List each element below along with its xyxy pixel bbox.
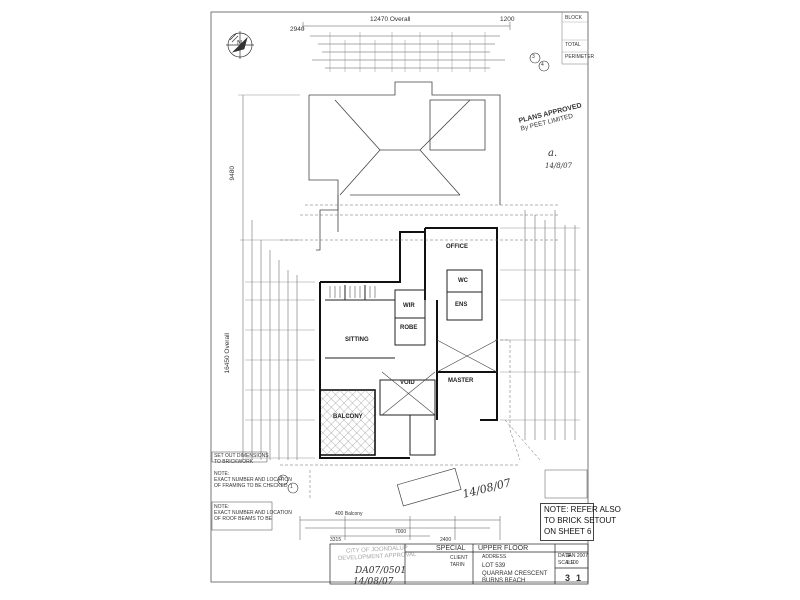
bottom-left-dim: 3315 [330, 537, 342, 543]
top-left-dim: 2940 [290, 26, 305, 33]
right-dimension-lines [524, 210, 576, 440]
note-left-7: EXACT NUMBER AND LOCATION [214, 510, 292, 516]
info-line-2: TOTAL [565, 42, 581, 48]
note-left-4: EXACT NUMBER AND LOCATION [214, 477, 292, 483]
info-line-1: BLOCK [565, 15, 582, 21]
north-arrow-label: N [237, 40, 243, 47]
right-dim-ticks [500, 227, 580, 421]
left-dim-ticks [238, 94, 315, 459]
client-name: TARIN [450, 562, 465, 568]
left-note-box-1 [211, 451, 268, 463]
note-left-2: TO BRICKWORK [214, 459, 254, 465]
title-block [329, 543, 589, 585]
handwritten-date: 14/08/07 [353, 577, 394, 587]
room-wc: WC [458, 278, 468, 284]
address-suburb: BURNS BEACH [482, 578, 526, 584]
left-dimension-lines [242, 95, 298, 460]
stairs [329, 286, 376, 298]
note-left-8: OF ROOF BEAMS TO BE [214, 516, 272, 522]
date-label: DATE [558, 553, 571, 559]
room-balcony: BALCONY [333, 414, 363, 420]
note-left-6: NOTE: [214, 504, 230, 510]
sheet-total: 1 [576, 573, 582, 583]
note-left-1: SET OUT DIMENSIONS [214, 453, 269, 459]
right-note-box [544, 469, 588, 499]
note-line-2: TO BRICK SETOUT [544, 516, 617, 525]
date-value: JAN 2007 [566, 553, 588, 559]
client-label: CLIENT [450, 555, 468, 561]
note-left-3: NOTE: [214, 471, 230, 477]
north-arrow-icon [226, 31, 254, 59]
top-right-dim: 1200 [500, 16, 515, 23]
address-lot: LOT 539 [482, 563, 506, 569]
stamp-date: 14/8/07 [545, 162, 572, 170]
internal-walls [325, 269, 483, 456]
section-marker-icon [529, 52, 550, 72]
brick-setout-note: NOTE: REFER ALSO TO BRICK SETOUT ON SHEE… [540, 503, 621, 541]
handwritten-ref: DA07/0501 [355, 566, 407, 576]
title-special: SPECIAL [436, 545, 466, 552]
section-marker-b: 1 [290, 484, 293, 490]
scale-label: SCALE [558, 560, 575, 566]
bottom-section-marker-icon [277, 474, 299, 494]
sheet-number: 3 [565, 573, 571, 583]
top-right-info-box [561, 11, 589, 65]
room-void: VOID [400, 380, 415, 386]
left-dim-label: 9480 [228, 166, 236, 181]
lower-roof-outline [308, 81, 501, 251]
stamp-initials: a. [548, 148, 558, 159]
bottom-right-dim: 2400 [440, 537, 452, 543]
note-line-1: NOTE: REFER ALSO [544, 505, 621, 514]
room-ens: ENS [455, 302, 468, 308]
top-dimension-lines [302, 22, 511, 69]
note-line-3: ON SHEET 6 [544, 527, 592, 536]
section-marker-d: 4 [541, 62, 544, 68]
address-street: QUARRAM CRESCENT [482, 571, 548, 577]
section-marker-c: 3 [532, 54, 535, 60]
void-cross [381, 339, 498, 416]
bottom-mid-dim: 7000 [395, 529, 407, 535]
title-upper-floor: UPPER FLOOR [478, 545, 529, 552]
info-line-3: PERIMETER [565, 54, 595, 60]
note-left-5: OF FRAMING TO BE CHECKED [214, 483, 288, 489]
room-robe: ROBE [400, 325, 418, 331]
overall-width-label: 12470 Overall [370, 16, 411, 23]
overall-depth-label: 16450 Overall [223, 333, 231, 374]
balcony-dim: 400 Balcony [335, 511, 363, 517]
room-sitting: SITTING [345, 337, 369, 343]
setback-stamp [396, 467, 462, 507]
scale-value: 1:100 [566, 560, 579, 566]
dashed-lines [280, 204, 560, 500]
room-master: MASTER [448, 378, 474, 384]
address-label: ADDRESS [482, 554, 507, 560]
room-wir: WIR [403, 303, 415, 309]
top-dim-ticks [329, 32, 486, 72]
sheet-border [210, 11, 589, 583]
left-note-box-2 [211, 501, 273, 531]
bottom-dimension-lines [299, 516, 501, 540]
room-office: OFFICE [446, 244, 468, 250]
section-marker-a: 2 [280, 476, 283, 482]
